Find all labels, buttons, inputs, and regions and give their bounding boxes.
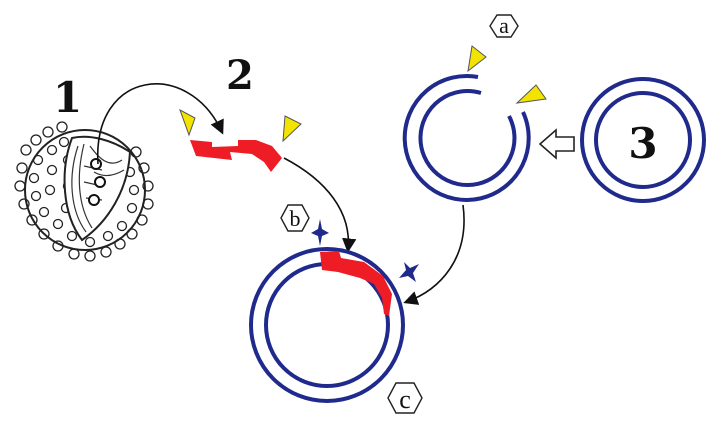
arrow-cell-to-fragment: [97, 83, 224, 165]
opened-plasmid: [402, 73, 531, 202]
label-b-badge: b: [280, 204, 310, 232]
inserted-fragment: [320, 251, 392, 316]
label-c-badge: c: [387, 382, 423, 414]
arrow-fragment-to-recombinant: [283, 157, 357, 253]
label-c: c: [399, 385, 411, 414]
step-3-label: 3: [628, 119, 657, 168]
label-a-badge: a: [489, 13, 519, 38]
intact-plasmid: [580, 77, 706, 203]
label-b: b: [290, 206, 301, 231]
gene-bead: [88, 194, 100, 206]
dna-strands: [71, 143, 125, 233]
restriction-enzyme-icon: [179, 108, 196, 137]
restriction-enzyme-icon: [515, 84, 547, 104]
marker-star-icon: [311, 219, 329, 246]
restriction-enzyme-icon: [282, 115, 302, 143]
source-cell: [14, 121, 154, 262]
dna-fragment: [190, 140, 282, 172]
restriction-enzyme-icon: [467, 45, 487, 73]
marker-star-icon: [399, 262, 419, 282]
gene-bead: [94, 176, 106, 188]
label-a: a: [499, 13, 509, 38]
gene-bead: [90, 158, 102, 170]
hollow-arrow-left-icon: [538, 128, 575, 160]
step-2-label: 2: [226, 52, 254, 99]
recombinant-plasmid: [249, 247, 405, 403]
cell-membrane: [24, 129, 146, 251]
step-1-label: 1: [53, 73, 82, 122]
arrow-plasmid-to-recombinant: [403, 204, 465, 305]
